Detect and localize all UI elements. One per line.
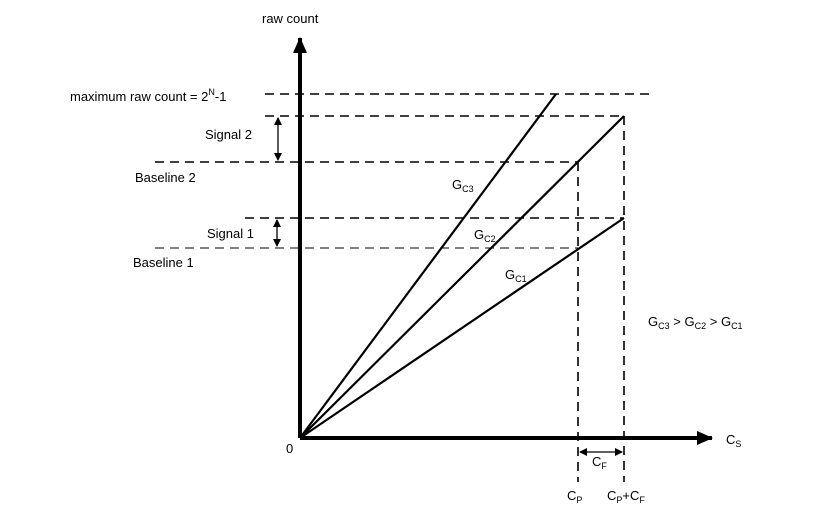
gc1-label: GC1 <box>505 267 527 284</box>
origin-label: 0 <box>286 441 293 456</box>
baseline1-label: Baseline 1 <box>133 255 194 270</box>
baseline2-label: Baseline 2 <box>135 170 196 185</box>
gc3-line <box>299 93 557 439</box>
gc1-line <box>299 217 625 439</box>
signal2-label: Signal 2 <box>205 127 252 142</box>
signal1-label: Signal 1 <box>207 226 254 241</box>
y-axis-label: raw count <box>262 11 319 26</box>
cf-label: CF <box>592 454 607 471</box>
gain-relation-label: GC3 > GC2 > GC1 <box>648 314 743 331</box>
x-axis-label: CS <box>726 432 741 449</box>
cp-plus-cf-label: CP+CF <box>607 488 645 505</box>
max-count-label: maximum raw count = 2N-1 <box>70 87 226 104</box>
gc2-line <box>299 115 625 439</box>
gc2-label: GC2 <box>474 227 496 244</box>
guide-lines <box>155 93 650 482</box>
gc3-label: GC3 <box>452 177 474 194</box>
cp-label: CP <box>567 488 582 505</box>
